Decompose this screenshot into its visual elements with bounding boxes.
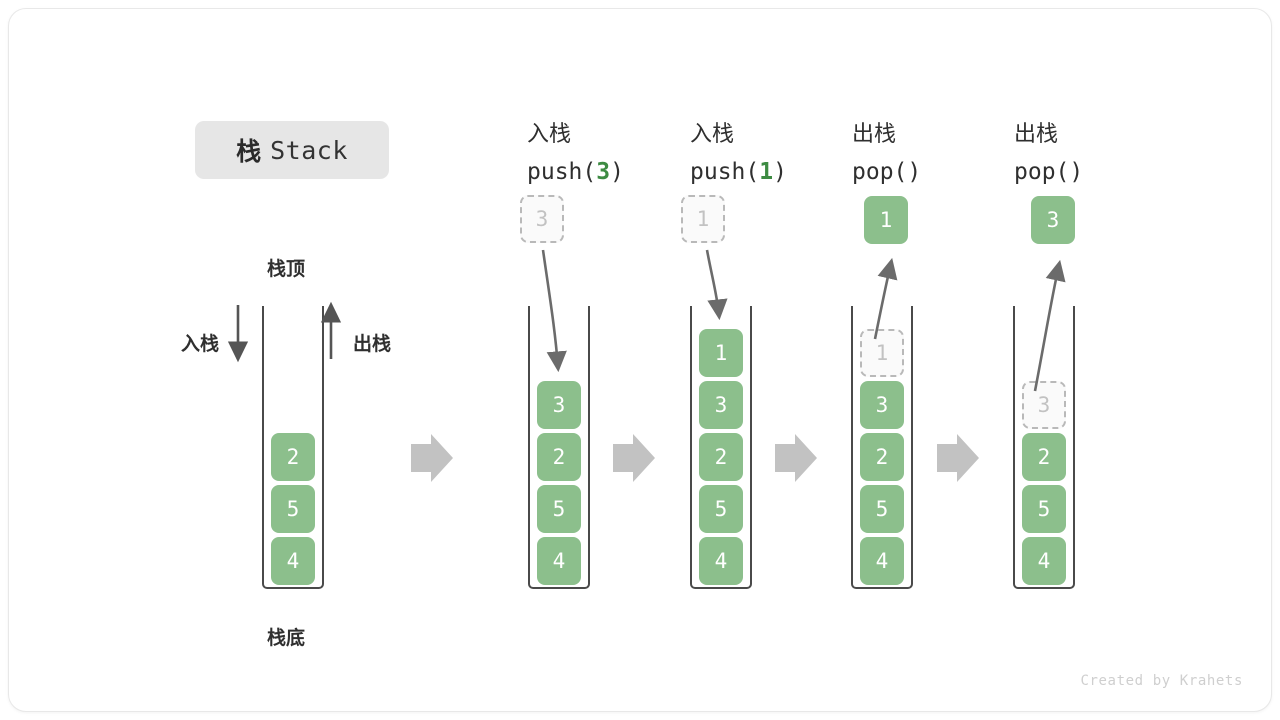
step-header-cjk: 出栈 [1014,121,1059,146]
stack-after-push-1-cell-0: 1 [699,329,743,377]
stack-tube-after-push-3 [528,306,590,589]
flow-arrow-1 [411,434,453,482]
stack-popping-3-cell-0: 2 [1022,433,1066,481]
label-stack-bottom: 栈底 [267,628,306,649]
step-header-code: pop() [1014,153,1083,191]
step-header-code: push(3) [527,153,624,191]
label-pop-side: 出栈 [353,334,392,355]
code-suffix: ) [907,159,922,185]
title-cjk: 栈 [236,138,262,166]
step-header-push-3: 入栈 push(3) [527,115,624,191]
stack-popping-1-cell-0: 3 [860,381,904,429]
stack-popping-3-cell-1: 5 [1022,485,1066,533]
floating-box-popped-1: 1 [864,196,908,244]
stack-tube-popping-1 [851,306,913,589]
stack-after-push-1-cell-2: 2 [699,433,743,481]
stack-initial-cell-0: 2 [271,433,315,481]
floating-box-push-source-1: 1 [681,195,725,243]
stack-after-push-3-cell-3: 4 [537,537,581,585]
step-header-cjk: 入栈 [690,121,735,146]
step-header-cjk: 出栈 [852,121,897,146]
stack-after-push-1-cell-3: 5 [699,485,743,533]
stack-popping-1-cell-2: 5 [860,485,904,533]
code-prefix: pop( [1014,159,1070,185]
step-header-pop-3: 出栈 pop() [1014,115,1083,191]
label-stack-top: 栈顶 [267,259,306,280]
step-header-code: pop() [852,153,921,191]
code-arg: 1 [759,159,774,185]
diagram-card: 栈 Stack 栈顶 栈底 入栈 出栈 入栈 push(3) 入栈 push(1… [8,8,1272,712]
stack-popping-3-cell-2: 4 [1022,537,1066,585]
stack-after-push-1-cell-4: 4 [699,537,743,585]
stack-popping-1-ghost-top: 1 [860,329,904,377]
code-prefix: push( [690,159,760,185]
step-header-pop-1: 出栈 pop() [852,115,921,191]
step-header-code: push(1) [690,153,787,191]
code-suffix: ) [773,159,787,185]
stack-popping-1-cell-1: 2 [860,433,904,481]
stack-initial-cell-2: 4 [271,537,315,585]
stack-after-push-1-cell-1: 3 [699,381,743,429]
stack-tube-after-push-1 [690,306,752,589]
stack-after-push-3-cell-1: 2 [537,433,581,481]
stack-tube-popping-3 [1013,306,1075,589]
floating-box-push-source-3: 3 [520,195,564,243]
stack-tube-initial [262,306,324,589]
code-prefix: pop( [852,159,908,185]
code-suffix: ) [1069,159,1084,185]
stack-popping-3-ghost-top: 3 [1022,381,1066,429]
stack-after-push-3-cell-0: 3 [537,381,581,429]
stack-after-push-3-cell-2: 5 [537,485,581,533]
title-latin: Stack [270,135,348,165]
code-arg: 3 [596,159,611,185]
step-header-push-1: 入栈 push(1) [690,115,787,191]
footer-credit: Created by Krahets [1080,673,1243,689]
stack-popping-1-cell-3: 4 [860,537,904,585]
stack-initial-cell-1: 5 [271,485,315,533]
floating-box-popped-3: 3 [1031,196,1075,244]
label-push-side: 入栈 [181,334,220,355]
code-suffix: ) [610,159,624,185]
diagram-title: 栈 Stack [195,121,389,179]
flow-arrow-4 [937,434,979,482]
flow-arrow-2 [613,434,655,482]
flow-arrow-3 [775,434,817,482]
code-prefix: push( [527,159,597,185]
step-header-cjk: 入栈 [527,121,572,146]
